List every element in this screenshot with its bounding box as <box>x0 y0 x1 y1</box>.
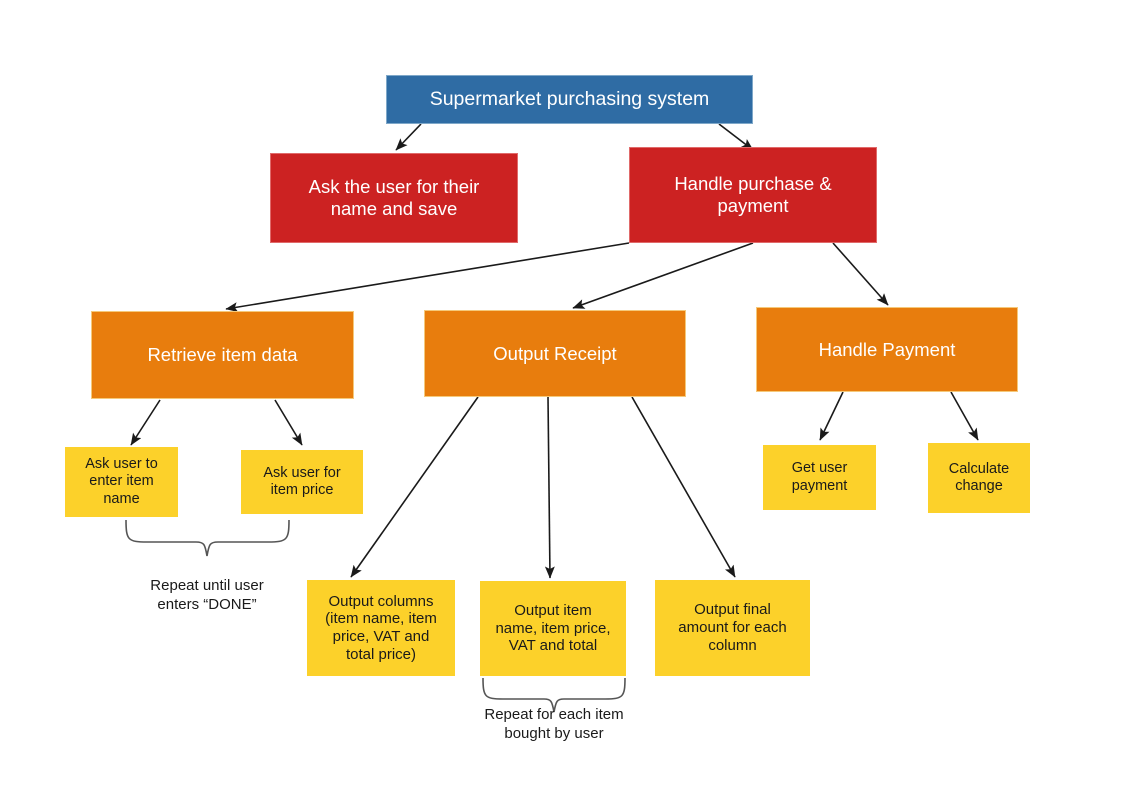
node-label: Ask user to enter item name <box>85 456 158 507</box>
node-label: Get user payment <box>791 460 848 494</box>
node-label: Calculate change <box>948 460 1010 494</box>
node-ask-user-to-enter-item-name[interactable]: Ask user to enter item name <box>65 447 178 517</box>
edge-handle-purchase-to-handle-payment <box>832 242 889 306</box>
edge-retrieve-to-ask-item-price <box>274 399 303 446</box>
node-root-supermarket-purchasing-system[interactable]: Supermarket purchasing system <box>386 75 753 124</box>
node-label: Output Receipt <box>493 342 617 364</box>
node-output-final-amount[interactable]: Output final amount for each column <box>655 580 810 676</box>
node-get-user-payment[interactable]: Get user payment <box>763 445 876 510</box>
edge-root-to-ask-name <box>395 123 422 151</box>
node-ask-user-for-item-price[interactable]: Ask user for item price <box>241 450 363 514</box>
repeat-brace-items <box>125 519 290 557</box>
node-label: Output item name, item price, VAT and to… <box>495 601 611 655</box>
repeat-brace-receipt-items <box>482 677 626 713</box>
node-label: Supermarket purchasing system <box>429 88 710 110</box>
node-label: Ask the user for their name and save <box>308 176 480 219</box>
edge-payment-to-calculate-change <box>950 391 979 441</box>
node-label: Output columns (item name, item price, V… <box>325 592 437 663</box>
edge-payment-to-get-user-payment <box>819 391 844 441</box>
node-handle-payment[interactable]: Handle Payment <box>756 307 1018 392</box>
edge-receipt-to-output-final-amount <box>631 396 736 578</box>
node-output-columns[interactable]: Output columns (item name, item price, V… <box>307 580 455 676</box>
edge-root-to-handle-purchase <box>718 123 754 151</box>
edge-receipt-to-output-item-line <box>544 396 555 579</box>
annotation-repeat-until-done: Repeat until user enters “DONE” <box>150 577 264 613</box>
node-label: Retrieve item data <box>147 344 298 366</box>
edge-retrieve-to-ask-item-name <box>130 399 161 446</box>
edge-receipt-to-output-columns <box>350 396 479 578</box>
node-retrieve-item-data[interactable]: Retrieve item data <box>91 311 354 399</box>
edge-handle-purchase-to-retrieve-item-data <box>225 242 630 313</box>
node-handle-purchase-and-payment[interactable]: Handle purchase & payment <box>629 147 877 243</box>
node-output-receipt[interactable]: Output Receipt <box>424 310 686 397</box>
node-calculate-change[interactable]: Calculate change <box>928 443 1030 513</box>
annotation-repeat-for-each-item: Repeat for each item bought by user <box>484 706 624 742</box>
node-label: Output final amount for each column <box>678 601 787 654</box>
edge-handle-purchase-to-output-receipt <box>572 242 754 309</box>
node-label: Ask user for item price <box>263 464 341 498</box>
node-output-item-line[interactable]: Output item name, item price, VAT and to… <box>480 581 626 676</box>
node-ask-user-for-name-and-save[interactable]: Ask the user for their name and save <box>270 153 518 243</box>
node-label: Handle Payment <box>818 338 956 360</box>
node-label: Handle purchase & payment <box>674 173 832 216</box>
